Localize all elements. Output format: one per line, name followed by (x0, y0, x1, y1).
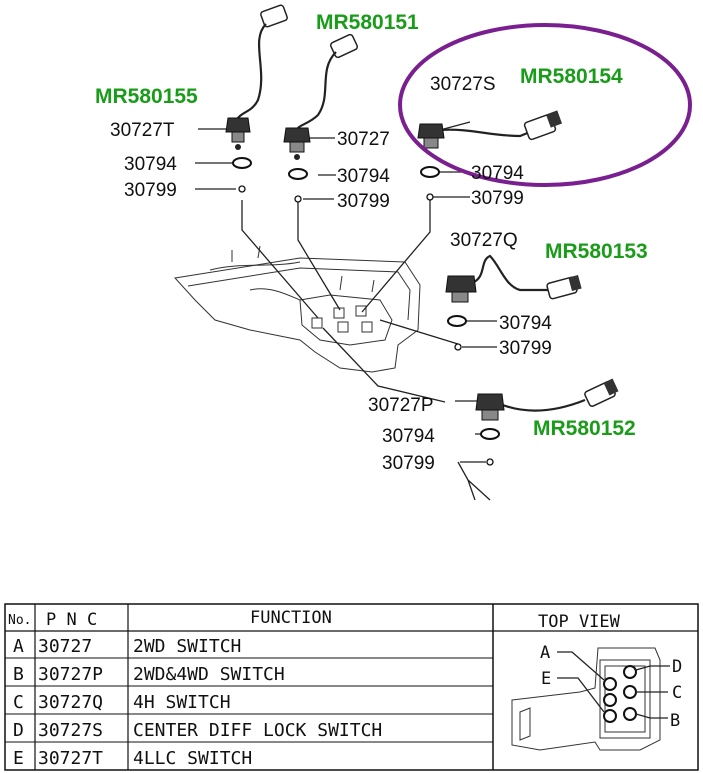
row-c-function: 4H SWITCH (133, 692, 231, 713)
switch-30727S (417, 110, 563, 149)
label-30799-1: 30799 (124, 180, 177, 201)
label-30794-5: 30794 (382, 426, 435, 447)
row-e-pnc: 30727T (38, 748, 103, 769)
label-30799-3: 30799 (471, 188, 524, 209)
switch-30727T (225, 4, 288, 150)
highlight-ellipse (398, 23, 692, 187)
row-e-no: E (13, 748, 24, 769)
top-view-label-a: A (540, 643, 550, 663)
callout-mr580152: MR580152 (533, 417, 636, 440)
label-30799-4: 30799 (499, 338, 552, 359)
row-b-no: B (13, 664, 24, 685)
row-d-no: D (13, 720, 24, 741)
header-top-view: TOP VIEW (538, 612, 621, 632)
label-30727: 30727 (337, 129, 390, 150)
label-30727T: 30727T (110, 120, 175, 141)
row-b-pnc: 30727P (38, 664, 103, 685)
label-30727S: 30727S (430, 74, 496, 95)
callout-mr580154: MR580154 (520, 65, 623, 88)
row-c-no: C (13, 692, 24, 713)
header-function: FUNCTION (250, 608, 332, 628)
label-30794-3: 30794 (471, 163, 524, 184)
row-d-function: CENTER DIFF LOCK SWITCH (133, 720, 382, 741)
parts-table: No. P N C FUNCTION TOP VIEW A 30727 2WD … (4, 603, 699, 771)
label-30794-2: 30794 (337, 166, 390, 187)
row-c-pnc: 30727Q (38, 692, 103, 713)
top-view-label-b: B (670, 711, 680, 731)
label-30799-5: 30799 (382, 453, 435, 474)
top-view-label-c: C (672, 683, 682, 703)
row-b-function: 2WD&4WD SWITCH (133, 664, 285, 685)
row-a-pnc: 30727 (38, 636, 92, 657)
row-e-function: 4LLC SWITCH (133, 748, 252, 769)
top-view-drawing: A E D C B (511, 643, 682, 751)
top-view-label-d: D (672, 657, 682, 677)
top-view-label-e: E (541, 669, 551, 689)
header-no: No. (8, 613, 31, 628)
label-30727Q: 30727Q (450, 230, 518, 251)
callout-mr580153: MR580153 (545, 240, 648, 263)
label-30794-1: 30794 (124, 154, 177, 175)
label-30794-4: 30794 (499, 313, 552, 334)
label-30799-2: 30799 (337, 191, 390, 212)
washers-and-balls (232, 157, 500, 466)
callout-mr580151: MR580151 (316, 11, 419, 34)
switch-30727 (283, 33, 359, 160)
header-pnc: P N C (46, 610, 97, 630)
switch-30727P (475, 378, 619, 421)
label-30727P: 30727P (368, 395, 434, 416)
callout-mr580155: MR580155 (95, 85, 198, 108)
transfer-case-housing (174, 245, 421, 373)
row-a-no: A (13, 636, 24, 657)
row-a-function: 2WD SWITCH (133, 636, 241, 657)
row-d-pnc: 30727S (38, 720, 103, 741)
switch-30727Q (445, 254, 582, 303)
